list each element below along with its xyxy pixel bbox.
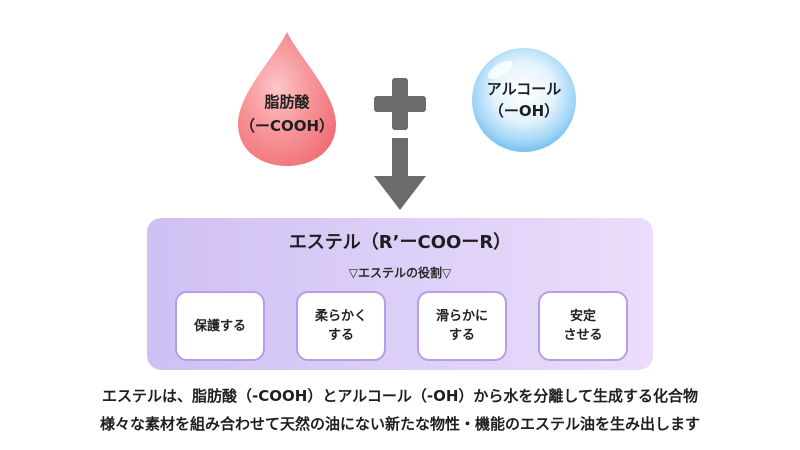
caption-line-1: エステルは、脂肪酸（-COOH）とアルコール（-OH）から水を分離して生成する化…: [102, 387, 698, 405]
ester-panel: エステル（R’ーCOOーR） ▽エステルの役割▽ 保護する 柔らかく する 滑ら…: [147, 218, 653, 370]
bubble-icon: [472, 48, 576, 152]
role-card-soften: 柔らかく する: [296, 291, 386, 361]
alcohol-group: （ーOH）: [488, 102, 560, 120]
alcohol-name: アルコール: [486, 80, 562, 98]
role-card-protect: 保護する: [175, 291, 265, 361]
ester-title: エステル（R’ーCOOーR）: [288, 232, 512, 253]
fatty-acid-group: （ーCOOH）: [239, 117, 335, 135]
alcohol-bubble: アルコール （ーOH）: [470, 46, 578, 154]
alcohol-label: アルコール （ーOH）: [470, 78, 578, 122]
plus-icon: [374, 78, 426, 130]
fatty-acid-drop: 脂肪酸 （ーCOOH）: [232, 28, 342, 168]
role-card-smooth: 滑らかに する: [417, 291, 507, 361]
role-card-stabilize: 安定 させる: [538, 291, 628, 361]
ester-roles-heading: ▽エステルの役割▽: [348, 266, 452, 280]
arrow-down-icon: [374, 138, 426, 210]
caption-line-2: 様々な素材を組み合わせて天然の油にない新たな物性・機能のエステル油を生み出します: [99, 415, 700, 433]
fatty-acid-label: 脂肪酸 （ーCOOH）: [232, 90, 342, 138]
fatty-acid-name: 脂肪酸: [264, 93, 310, 111]
drop-icon: [238, 32, 336, 166]
